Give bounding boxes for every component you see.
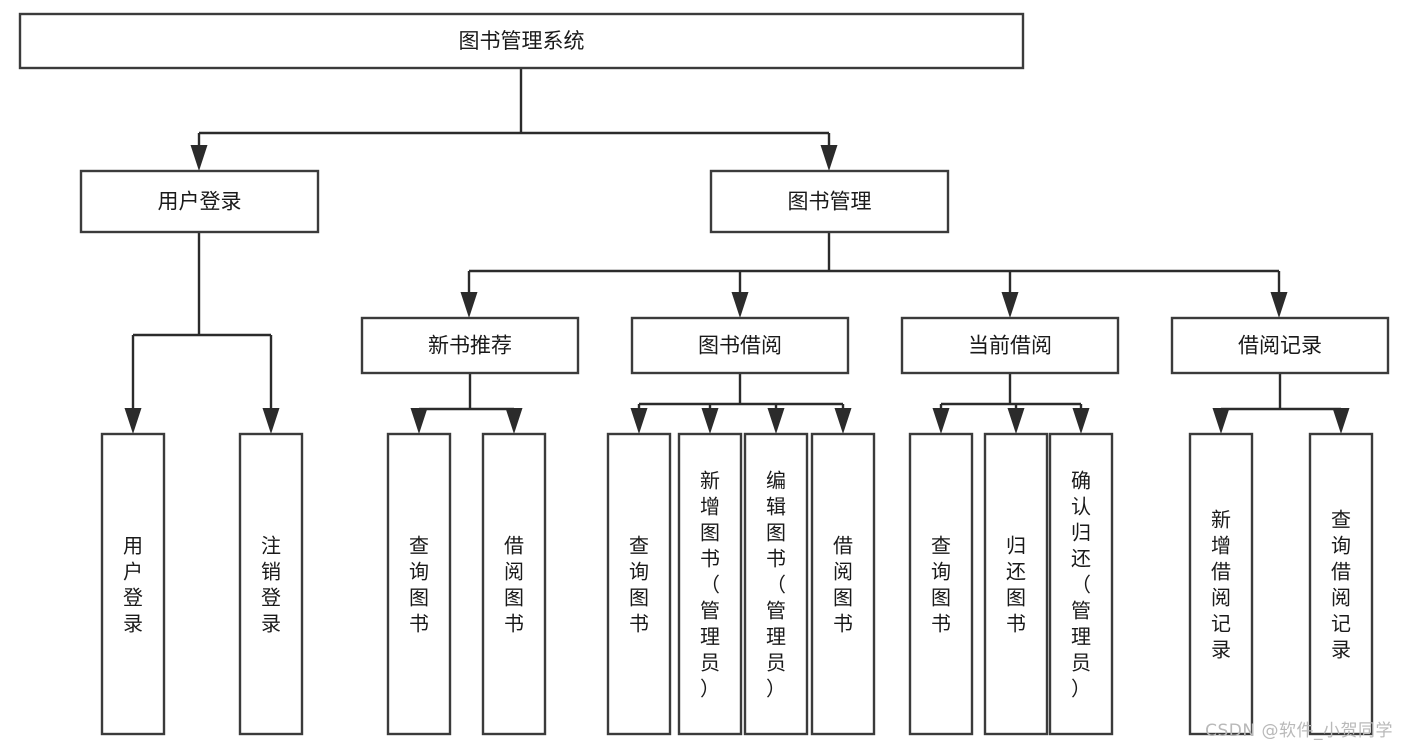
node-box-root[interactable] [18,12,1025,70]
node-leaf-edit-book[interactable]: 编辑图书（管理员） [743,432,809,736]
node-box-leaf-query-borrow-record[interactable] [1308,432,1374,736]
node-label-leaf-confirm-return: 确认归还（管理员） [1071,468,1091,700]
node-box-leaf-edit-book[interactable] [743,432,809,736]
arrow-book-manage-head [820,145,838,171]
arrow-new-book-recommend-head [460,292,478,318]
arrow-leaf-add-borrow-record-head [1212,408,1230,434]
node-box-borrow-record[interactable] [1170,316,1390,375]
node-label-leaf-return-book: 归还图书 [1006,533,1026,635]
arrow-leaf-confirm-return-head [1072,408,1090,434]
node-box-leaf-query-book-current[interactable] [908,432,974,736]
arrow-leaf-query-borrow-record-head [1332,408,1350,434]
node-leaf-add-book[interactable]: 新增图书（管理员） [677,432,743,736]
node-borrow-record[interactable]: 借阅记录 [1170,316,1390,375]
arrow-leaf-borrow-book-recommend-head [505,408,523,434]
node-box-leaf-query-book-recommend[interactable] [386,432,452,736]
node-book-borrow[interactable]: 图书借阅 [630,316,850,375]
node-leaf-query-book[interactable]: 查询图书 [606,432,672,736]
node-user-login[interactable]: 用户登录 [79,169,320,234]
node-label-user-login: 用户登录 [158,190,242,214]
node-box-leaf-add-book[interactable] [677,432,743,736]
node-box-leaf-add-borrow-record[interactable] [1188,432,1254,736]
node-label-current-borrow: 当前借阅 [968,334,1052,358]
node-box-book-manage[interactable] [709,169,950,234]
arrow-leaf-return-book-head [1007,408,1025,434]
node-leaf-query-book-current[interactable]: 查询图书 [908,432,974,736]
arrow-current-borrow-head [1001,292,1019,318]
node-label-leaf-borrow-book-recommend: 借阅图书 [504,533,524,635]
arrow-leaf-add-book-head [701,408,719,434]
node-label-leaf-query-borrow-record: 查询借阅记录 [1331,507,1351,661]
node-leaf-return-book[interactable]: 归还图书 [983,432,1049,736]
node-label-leaf-add-book: 新增图书（管理员） [700,468,720,700]
node-label-leaf-query-book-current: 查询图书 [931,533,951,635]
node-leaf-logout[interactable]: 注销登录 [238,432,304,736]
node-box-user-login[interactable] [79,169,320,234]
node-box-leaf-borrow-book-recommend[interactable] [481,432,547,736]
arrow-leaf-logout-head [262,408,280,434]
arrow-leaf-borrow-book-head [834,408,852,434]
node-box-leaf-query-book[interactable] [606,432,672,736]
node-label-root: 图书管理系统 [459,29,585,53]
node-box-leaf-logout[interactable] [238,432,304,736]
node-current-borrow[interactable]: 当前借阅 [900,316,1120,375]
node-box-leaf-borrow-book[interactable] [810,432,876,736]
node-leaf-query-borrow-record[interactable]: 查询借阅记录 [1308,432,1374,736]
arrow-leaf-query-book-current-head [932,408,950,434]
arrow-leaf-query-book-head [630,408,648,434]
node-label-book-manage: 图书管理 [788,190,872,214]
arrow-borrow-record-head [1270,292,1288,318]
arrow-leaf-user-login-head [124,408,142,434]
node-box-current-borrow[interactable] [900,316,1120,375]
node-box-leaf-user-login[interactable] [100,432,166,736]
node-book-manage[interactable]: 图书管理 [709,169,950,234]
node-label-leaf-user-login: 用户登录 [123,533,143,635]
arrow-leaf-query-book-recommend-head [410,408,428,434]
node-box-book-borrow[interactable] [630,316,850,375]
node-leaf-confirm-return[interactable]: 确认归还（管理员） [1048,432,1114,736]
node-box-new-book-recommend[interactable] [360,316,580,375]
node-leaf-borrow-book-recommend[interactable]: 借阅图书 [481,432,547,736]
node-label-leaf-query-book-recommend: 查询图书 [409,533,429,635]
node-box-leaf-return-book[interactable] [983,432,1049,736]
node-new-book-recommend[interactable]: 新书推荐 [360,316,580,375]
node-root[interactable]: 图书管理系统 [18,12,1025,70]
node-leaf-query-book-recommend[interactable]: 查询图书 [386,432,452,736]
node-leaf-user-login[interactable]: 用户登录 [100,432,166,736]
node-label-leaf-query-book: 查询图书 [629,533,649,635]
node-box-leaf-confirm-return[interactable] [1048,432,1114,736]
node-label-leaf-edit-book: 编辑图书（管理员） [766,468,786,700]
node-leaf-borrow-book[interactable]: 借阅图书 [810,432,876,736]
node-label-leaf-add-borrow-record: 新增借阅记录 [1211,507,1231,661]
arrow-leaf-edit-book-head [767,408,785,434]
node-label-leaf-borrow-book: 借阅图书 [833,533,853,635]
node-label-borrow-record: 借阅记录 [1238,334,1322,358]
nodes-layer: 图书管理系统用户登录图书管理新书推荐图书借阅当前借阅借阅记录用户登录注销登录查询… [18,12,1390,736]
arrow-book-borrow-head [731,292,749,318]
node-label-book-borrow: 图书借阅 [698,334,782,358]
node-leaf-add-borrow-record[interactable]: 新增借阅记录 [1188,432,1254,736]
connectors-layer [124,68,1350,434]
node-label-leaf-logout: 注销登录 [261,533,281,635]
arrow-user-login-head [190,145,208,171]
node-label-new-book-recommend: 新书推荐 [428,334,512,358]
